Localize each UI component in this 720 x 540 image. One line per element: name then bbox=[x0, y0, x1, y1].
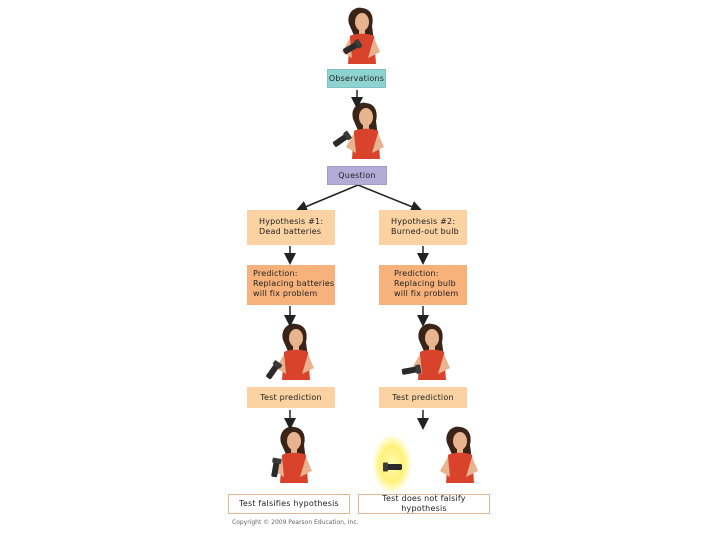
prediction-2-box: Prediction: Replacing bulb will fix prob… bbox=[379, 265, 467, 305]
prediction-1-line-2: will fix problem bbox=[253, 289, 318, 298]
person-replacing-batteries-figure bbox=[264, 323, 314, 381]
person-thinking-figure bbox=[331, 102, 384, 159]
observations-box: Observations bbox=[327, 69, 386, 88]
prediction-2-line-2: will fix problem bbox=[394, 289, 459, 298]
test-prediction-2-box: Test prediction bbox=[379, 387, 467, 408]
hypothesis-2-title: Hypothesis #2: bbox=[391, 217, 456, 226]
prediction-2-title: Prediction: bbox=[394, 269, 439, 278]
observations-label: Observations bbox=[328, 73, 385, 83]
conclusion-2-box: Test does not falsify hypothesis bbox=[358, 494, 490, 514]
prediction-1-box: Prediction: Replacing batteries will fix… bbox=[247, 265, 335, 305]
person-with-flashlight-figure-1 bbox=[341, 7, 380, 64]
person-flashlight-works-figure bbox=[269, 426, 312, 483]
test-prediction-2-label: Test prediction bbox=[392, 392, 454, 402]
test-prediction-1-label: Test prediction bbox=[260, 392, 322, 402]
hypothesis-1-title: Hypothesis #1: bbox=[259, 217, 324, 226]
question-box: Question bbox=[327, 166, 387, 185]
question-label: Question bbox=[338, 170, 376, 180]
prediction-1-title: Prediction: bbox=[253, 269, 298, 278]
hypothesis-2-text: Burned-out bulb bbox=[391, 227, 459, 236]
conclusion-2-label: Test does not falsify hypothesis bbox=[382, 494, 466, 513]
prediction-1-line-1: Replacing batteries bbox=[253, 279, 335, 288]
copyright-notice: Copyright © 2009 Pearson Education, Inc. bbox=[232, 519, 359, 526]
conclusion-1-label: Test falsifies hypothesis bbox=[239, 499, 339, 508]
prediction-2-line-1: Replacing bulb bbox=[394, 279, 456, 288]
hypothesis-1-text: Dead batteries bbox=[259, 227, 322, 236]
conclusion-1-box: Test falsifies hypothesis bbox=[228, 494, 350, 514]
person-replacing-bulb-figure bbox=[401, 323, 450, 380]
hypothesis-1-box: Hypothesis #1: Dead batteries bbox=[247, 210, 335, 245]
test-prediction-1-box: Test prediction bbox=[247, 387, 335, 408]
hypothesis-2-box: Hypothesis #2: Burned-out bulb bbox=[379, 210, 467, 245]
